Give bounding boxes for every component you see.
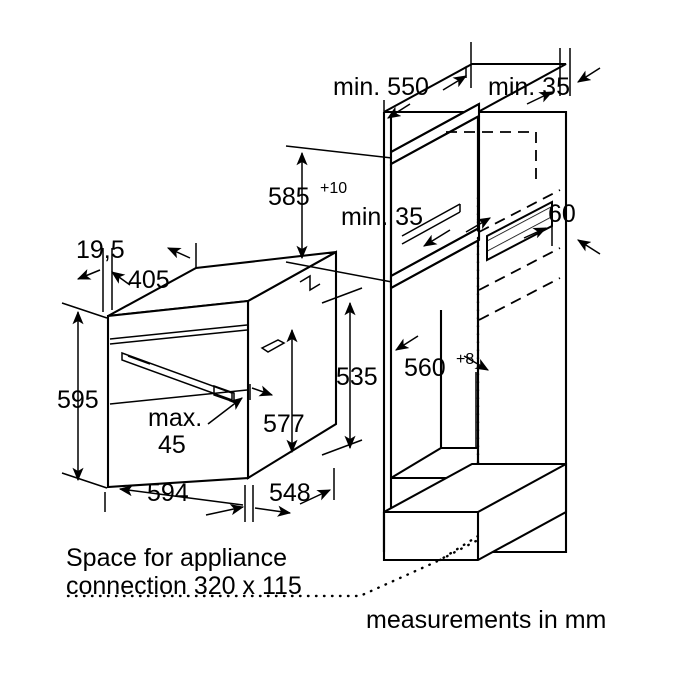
- oven-control-panel-divider-2: [109, 329, 248, 345]
- connection-note-leader-tip: [438, 538, 480, 562]
- note-leader-lines: [66, 534, 480, 598]
- arrow-max45-right: [251, 385, 274, 397]
- label-585: 585: [268, 183, 310, 211]
- connection-note-line2: connection 320 x 115: [66, 572, 302, 600]
- label-585-tolerance: +10: [320, 180, 347, 197]
- arrow-560-right: [463, 355, 489, 371]
- arrow-19-5: [76, 269, 101, 280]
- label-595: 595: [57, 386, 99, 414]
- arrow-min550-left: [387, 103, 411, 119]
- label-19-5: 19,5: [76, 236, 125, 264]
- ext-leader-595-bottom: [61, 472, 108, 489]
- label-max45-line2: 45: [158, 431, 186, 459]
- connection-note-leader: [66, 534, 480, 598]
- cabinet-dimension-lines: [285, 42, 601, 448]
- cabinet-hidden-rear-upper-diag: [478, 189, 561, 233]
- dimension-text-labels: 19,5 405 595 max. 45 594 548 577 535 min…: [57, 73, 576, 507]
- label-60: 60: [548, 200, 576, 228]
- ext-leader-535-top: [321, 287, 363, 304]
- cabinet-niche-vent-ledge-top: [401, 203, 461, 237]
- cabinet-hidden-rear-base-diag: [478, 277, 561, 321]
- oven-front-door-face: [106, 299, 250, 489]
- note-text-labels: Space for appliance connection 320 x 115…: [66, 544, 606, 634]
- units-note: measurements in mm: [366, 606, 606, 634]
- cabinet-niche-vent-ledge-bottom: [401, 211, 461, 245]
- ext-leader-585-top: [285, 145, 393, 159]
- arrow-max45: [207, 397, 243, 425]
- cabinet-upper-shelf-rear-edge: [390, 103, 480, 153]
- arrow-60-side: [577, 239, 601, 255]
- oven-dimension-lines: [61, 243, 363, 522]
- arrow-60-left: [523, 227, 548, 239]
- oven-control-panel-divider: [109, 324, 248, 340]
- oven-door-gap-line: [109, 389, 248, 405]
- oven-side-handle-recess: [260, 339, 286, 353]
- dim-line-594: [118, 485, 244, 506]
- label-min-35-rear: min. 35: [341, 203, 423, 231]
- cabinet-lower-shelf-front-edge: [390, 239, 480, 289]
- label-594: 594: [147, 479, 189, 507]
- connection-note-line1: Space for appliance: [66, 544, 287, 572]
- arrow-405-left: [111, 271, 131, 286]
- cabinet-niche-drawing: [382, 62, 568, 562]
- label-405: 405: [128, 266, 170, 294]
- cabinet-upper-shelf-front-edge: [390, 115, 480, 165]
- cabinet-lower-floor-left-diag: [390, 447, 442, 479]
- arrow-560-left: [395, 335, 419, 351]
- label-548: 548: [269, 479, 311, 507]
- ext-leader-595-top: [61, 302, 108, 319]
- label-577: 577: [263, 410, 305, 438]
- arrow-min35top-left: [526, 91, 554, 105]
- ext-leader-585-bottom: [285, 261, 393, 283]
- cabinet-lower-shelf-rear-edge: [390, 227, 480, 277]
- cabinet-top-rear-notch: [455, 65, 467, 78]
- arrow-548-right: [299, 489, 332, 505]
- label-535: 535: [336, 363, 378, 391]
- label-min-35-top: min. 35: [488, 73, 570, 101]
- arrow-min35top-right: [577, 67, 601, 83]
- label-560: 560: [404, 354, 446, 382]
- arrow-min550-right: [442, 75, 467, 91]
- cabinet-hidden-rear-lower-diag: [478, 247, 561, 291]
- arrow-min35rear-upper: [465, 217, 491, 233]
- oven-door-handle-highlight: [127, 355, 151, 365]
- label-560-tolerance: +8: [456, 351, 474, 368]
- arrow-min35rear-lower: [423, 229, 451, 247]
- arrow-594-right: [205, 504, 245, 516]
- cabinet-plinth-top-diag: [477, 463, 567, 513]
- oven-rear-notch: [299, 274, 321, 292]
- label-max45-line1: max.: [148, 404, 202, 432]
- label-min-550: min. 550: [333, 73, 429, 101]
- arrow-548-left: [254, 505, 292, 517]
- arrow-405-right: [166, 247, 191, 259]
